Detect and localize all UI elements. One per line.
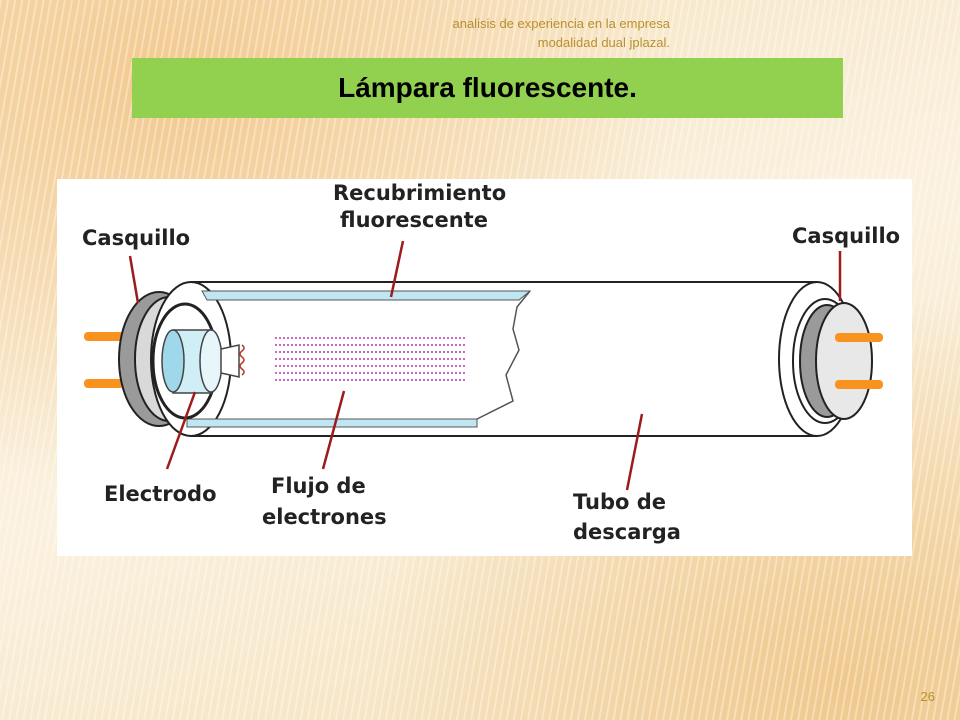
coating-cut-edge bbox=[476, 290, 531, 420]
title-bar: Lámpara fluorescente. bbox=[132, 58, 843, 118]
right-cap-face bbox=[815, 302, 873, 420]
label-tubo-line2: descarga bbox=[573, 520, 681, 544]
leader-casquillo-left bbox=[128, 255, 140, 304]
page-number: 26 bbox=[920, 689, 935, 704]
label-flujo-line2: electrones bbox=[262, 505, 387, 529]
left-pin-bottom bbox=[84, 379, 124, 388]
label-recubrimiento-line2: fluorescente bbox=[340, 208, 488, 232]
leader-flujo bbox=[321, 390, 346, 470]
label-electrodo: Electrodo bbox=[104, 482, 217, 506]
header-note-line2: modalidad dual jplazal. bbox=[537, 35, 670, 50]
electron-flow bbox=[275, 337, 467, 381]
electrode-front bbox=[161, 329, 185, 393]
label-flujo-line1: Flujo de bbox=[271, 474, 366, 498]
leader-electrodo bbox=[165, 391, 197, 470]
header-note-line1: analisis de experiencia en la empresa bbox=[452, 16, 670, 31]
leader-tubo bbox=[625, 413, 644, 491]
label-tubo-line1: Tubo de bbox=[573, 490, 666, 514]
slide-title: Lámpara fluorescente. bbox=[338, 72, 637, 103]
fluorescent-lamp-diagram: Casquillo Recubrimiento fluorescente Cas… bbox=[57, 179, 912, 556]
electrode-filament bbox=[239, 344, 245, 376]
electrode-filament-mount bbox=[220, 344, 240, 378]
coating-top bbox=[201, 290, 532, 301]
label-casquillo-right: Casquillo bbox=[792, 224, 900, 248]
diagram-svg: Casquillo Recubrimiento fluorescente Cas… bbox=[82, 181, 900, 544]
label-recubrimiento-line1: Recubrimiento bbox=[333, 181, 506, 205]
left-pin-top bbox=[84, 332, 124, 341]
electrode-back bbox=[199, 329, 223, 393]
leader-lines bbox=[128, 240, 842, 491]
right-pin-top bbox=[835, 333, 883, 342]
header-note: analisis de experiencia en la empresa mo… bbox=[400, 14, 670, 52]
leader-recubrimiento bbox=[389, 240, 405, 298]
right-pin-bottom bbox=[835, 380, 883, 389]
label-casquillo-left: Casquillo bbox=[82, 226, 190, 250]
coating-bottom bbox=[186, 418, 478, 428]
